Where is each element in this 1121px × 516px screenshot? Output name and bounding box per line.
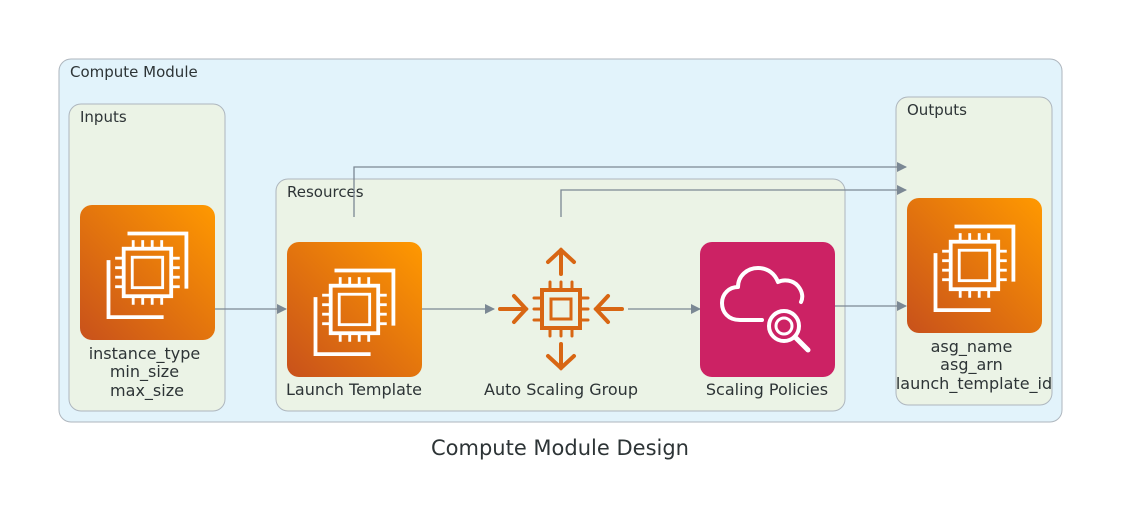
inputs-cluster-label: Inputs xyxy=(80,108,127,126)
cloud-search-icon xyxy=(700,242,835,377)
launch-template-label: Launch Template xyxy=(286,380,422,399)
scaling-policies-label: Scaling Policies xyxy=(706,380,828,399)
inputs-node-label: instance_type min_size max_size xyxy=(89,344,206,401)
outputs-node xyxy=(907,198,1042,333)
edges xyxy=(215,162,907,314)
auto-scaling-group-node xyxy=(498,247,624,371)
outputs-cluster-label: Outputs xyxy=(907,101,967,119)
launch-template-node xyxy=(287,242,422,377)
auto-scaling-group-label: Auto Scaling Group xyxy=(484,380,638,399)
auto-scaling-icon xyxy=(498,247,624,371)
edge-launch-template-to-outputs xyxy=(353,162,907,217)
outputs-node-label: asg_name asg_arn launch_template_id xyxy=(896,337,1052,394)
ec2-instances-icon xyxy=(287,242,422,377)
compute-module-cluster-label: Compute Module xyxy=(70,63,198,81)
ec2-instances-icon xyxy=(80,205,215,340)
scaling-policies-node xyxy=(700,242,835,377)
diagram-title: Compute Module Design xyxy=(431,436,689,460)
edge-asg-to-outputs xyxy=(560,185,907,217)
inputs-node xyxy=(80,205,215,340)
ec2-instances-icon xyxy=(907,198,1042,333)
resources-cluster-label: Resources xyxy=(287,183,364,201)
